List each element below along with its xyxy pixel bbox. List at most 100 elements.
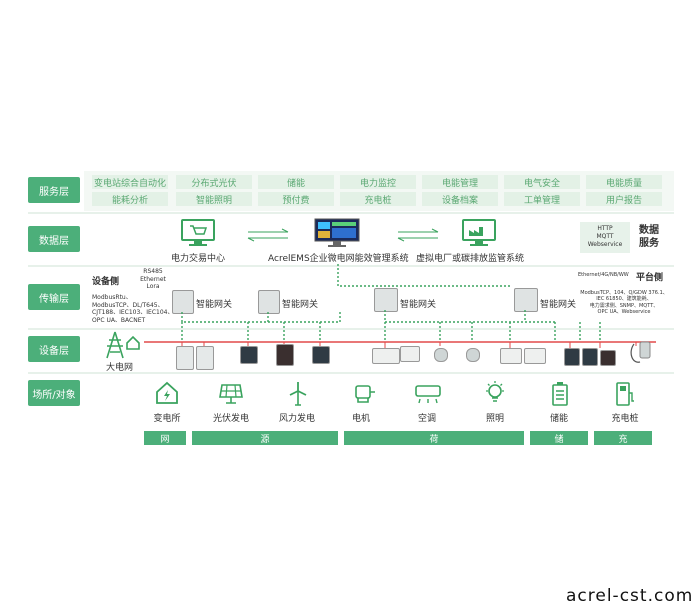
- gateway-label: 智能网关: [196, 300, 233, 310]
- service-item: 智能照明: [176, 192, 252, 206]
- power-meter-device: [276, 344, 294, 366]
- site-label: 变电所: [153, 414, 181, 424]
- sensor-device: [466, 348, 480, 362]
- category-charging: 充: [594, 431, 652, 445]
- service-item: 充电桩: [340, 192, 416, 206]
- site-label: 空调: [417, 414, 436, 424]
- vpp-monitor-icon: [462, 219, 496, 246]
- bidirectional-arrow-icon: [397, 228, 439, 242]
- home-icon: [126, 336, 140, 350]
- power-meter-device: [600, 350, 616, 366]
- ems-monitor-icon: [314, 218, 360, 247]
- platform-protocols: ModbusTCP、104、Q/GDW 376.1、 IEC 61850、建筑能…: [576, 290, 672, 315]
- protocol-box: HTTP MQTT Webservice: [580, 222, 630, 253]
- service-item: 预付费: [258, 192, 334, 206]
- ems-system-label: AcrelEMS企业微电网能效管理系统: [268, 254, 409, 264]
- gateway-device: [514, 288, 538, 312]
- site-label: 充电桩: [611, 414, 639, 424]
- platform-protocol-line: ModbusTCP、104、Q/GDW 376.1、: [580, 290, 668, 296]
- category-storage: 储: [530, 431, 588, 445]
- protocol-mqtt: MQTT: [596, 232, 614, 240]
- gateway-device: [258, 290, 280, 314]
- protocol-http: HTTP: [597, 225, 613, 232]
- site-label: 储能: [549, 414, 568, 424]
- trade-center-label: 电力交易中心: [171, 254, 226, 264]
- device-side-label: 设备侧: [92, 277, 120, 287]
- grid-label: 大电网: [106, 363, 134, 373]
- gateway-device: [374, 288, 398, 312]
- substation-icon: [156, 381, 178, 404]
- port-lora: Lora: [146, 283, 160, 290]
- service-item: 变电站综合自动化: [92, 175, 168, 189]
- din-meter-device: [400, 346, 420, 362]
- device-protocol-line: OPC UA、BACNET: [92, 316, 146, 324]
- port-ethernet: Ethernet: [140, 275, 166, 283]
- protection-relay-device: [176, 346, 194, 370]
- device-protocol-line: ModbusTCP、DL/T645、: [92, 301, 164, 309]
- service-item: 储能: [258, 175, 334, 189]
- device-side-ports: RS485 Ethernet Lora: [136, 268, 170, 291]
- site-layer-label: 场所/对象: [28, 380, 80, 406]
- gateway-label: 智能网关: [282, 300, 319, 310]
- category-grid: 网: [144, 431, 186, 445]
- light-bulb-icon: [486, 381, 504, 402]
- site-label: 电机: [351, 414, 370, 424]
- site-label: 照明: [485, 414, 504, 424]
- charger-icon: [616, 382, 634, 406]
- wind-turbine-icon: [289, 382, 307, 406]
- site-label: 风力发电: [278, 414, 315, 424]
- gateway-label: 智能网关: [400, 300, 437, 310]
- power-meter-device: [582, 348, 598, 366]
- power-meter-device: [564, 348, 580, 366]
- device-protocol-line: CJT188、IEC103、IEC104、: [92, 309, 174, 316]
- transport-layer-label: 传输层: [28, 284, 80, 310]
- power-meter-device: [312, 346, 330, 364]
- protocol-webservice: Webservice: [587, 240, 623, 248]
- service-item: 设备档案: [422, 192, 498, 206]
- battery-icon: [552, 382, 568, 406]
- platform-protocol-line: OPC UA、Webservice: [597, 308, 651, 315]
- platform-side-label: 平台侧: [636, 273, 664, 283]
- service-item: 能耗分析: [92, 192, 168, 206]
- port-rs485: RS485: [143, 268, 163, 275]
- service-item: 用户报告: [586, 192, 662, 206]
- category-load: 荷: [344, 431, 524, 445]
- category-source: 源: [192, 431, 338, 445]
- service-item: 电能质量: [586, 175, 662, 189]
- din-meter-device: [372, 348, 400, 364]
- motor-icon: [355, 385, 375, 403]
- service-item: 电气安全: [504, 175, 580, 189]
- service-item: 电能管理: [422, 175, 498, 189]
- trade-center-icon: [181, 219, 215, 246]
- air-conditioner-icon: [415, 385, 441, 404]
- solar-panel-icon: [219, 384, 243, 404]
- gateway-label: 智能网关: [540, 300, 577, 310]
- charging-cable-icon: [630, 341, 651, 363]
- data-service-label: 数据服务: [639, 225, 659, 249]
- bidirectional-arrow-icon: [247, 228, 289, 242]
- protection-relay-device: [196, 346, 214, 370]
- device-layer-label: 设备层: [28, 336, 80, 362]
- vpp-label: 虚拟电厂或碳排放监管系统: [416, 254, 525, 264]
- din-meter-device: [500, 348, 522, 364]
- platform-net-label: Ethernet/4G/NB/WW: [578, 272, 629, 278]
- platform-protocol-line: 电力需求侧、SNMP、MQTT、: [589, 302, 659, 309]
- service-item: 工单管理: [504, 192, 580, 206]
- service-layer-label: 服务层: [28, 177, 80, 203]
- platform-protocol-line: IEC 61850、建筑能耗、: [596, 296, 652, 303]
- sensor-device: [434, 348, 448, 362]
- site-watermark: acrel-cst.com: [566, 586, 694, 606]
- service-item: 分布式光伏: [176, 175, 252, 189]
- power-tower-icon: [106, 331, 124, 359]
- data-layer-label: 数据层: [28, 226, 80, 252]
- gateway-device: [172, 290, 194, 314]
- device-protocol-line: ModbusRtu、: [92, 294, 132, 301]
- device-protocols: ModbusRtu、 ModbusTCP、DL/T645、 CJT188、IEC…: [92, 294, 176, 324]
- site-label: 光伏发电: [212, 414, 249, 424]
- din-meter-device: [524, 348, 546, 364]
- power-meter-device: [240, 346, 258, 364]
- service-item: 电力监控: [340, 175, 416, 189]
